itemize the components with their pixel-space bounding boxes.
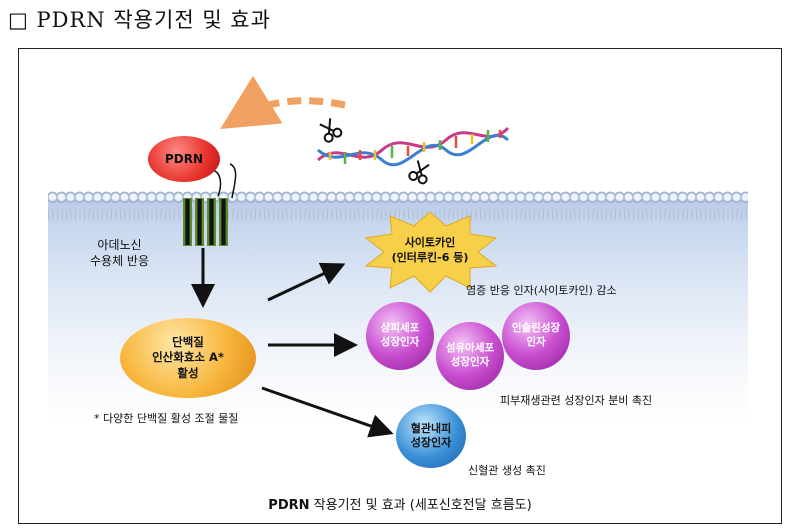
receptor-label: 아데노신 수용체 반응 (90, 237, 149, 269)
growth-note: 피부재생관련 성장인자 분비 촉진 (500, 394, 653, 407)
gf1-line2: 성장인자 (380, 336, 420, 348)
diagram-caption: PDRN 작용기전 및 효과 (세포신호전달 흐름도) (0, 494, 800, 513)
lipid-bilayer-tails (48, 210, 748, 220)
receptor-bar (219, 198, 228, 246)
heading-text: PDRN 작용기전 및 효과 (36, 8, 271, 32)
pka-footnote: * 다양한 단백질 활성 조절 물질 (94, 412, 239, 425)
receptor-label-line2: 수용체 반응 (90, 254, 150, 269)
caption-bold: PDRN (268, 498, 310, 513)
pka-line1: 단백질 (172, 334, 204, 349)
arrow-pka-to-vegf (261, 386, 394, 438)
receptor-bar (207, 198, 216, 246)
vegf-line2: 성장인자 (410, 436, 452, 449)
gf3-line2: 인자 (526, 336, 546, 348)
pdrn-molecule: PDRN (148, 136, 220, 182)
pka-line2: 인산화효소 A* (152, 350, 224, 365)
vegf-line1: 혈관내피 (410, 421, 452, 435)
caption-text: 작용기전 및 효과 (세포신호전달 흐름도) (309, 498, 532, 513)
gf1-line1: 상피세포 (380, 322, 420, 335)
cytokine-label: 사이토카인 (인터루킨-6 등) (380, 236, 480, 266)
cytokine-label-line2: (인터루킨-6 등) (391, 250, 469, 264)
pka-line3: 활성 (177, 365, 199, 380)
pdrn-label: PDRN (164, 152, 204, 166)
receptor-label-line1: 아데노신 (97, 238, 142, 252)
cytokine-label-line1: 사이토카인 (404, 236, 456, 249)
dashed-return-arrow (220, 75, 346, 130)
gf2-line2: 성장인자 (450, 356, 490, 368)
scissors-icon (319, 118, 343, 143)
cytokine-burst (364, 211, 498, 293)
scissors-icon (408, 160, 430, 185)
receptor-bar (195, 198, 204, 246)
cytokine-note: 염증 반응 인자(사이토카인) 감소 (466, 284, 617, 297)
receptor-bar (183, 198, 192, 246)
gf2-line1: 섬유아세포 (445, 342, 495, 355)
arrow-pka-to-cytokine (267, 262, 346, 302)
checkbox-glyph: □ (8, 8, 29, 32)
pka-node: 단백질 인산화효소 A* 활성 (120, 318, 256, 398)
vegf-note: 신혈관 생성 촉진 (468, 464, 546, 477)
dna-helix-icon (316, 126, 510, 167)
heading: □ PDRN 작용기전 및 효과 (8, 4, 271, 34)
gf3-line1: 인슐린성장 (511, 322, 561, 335)
